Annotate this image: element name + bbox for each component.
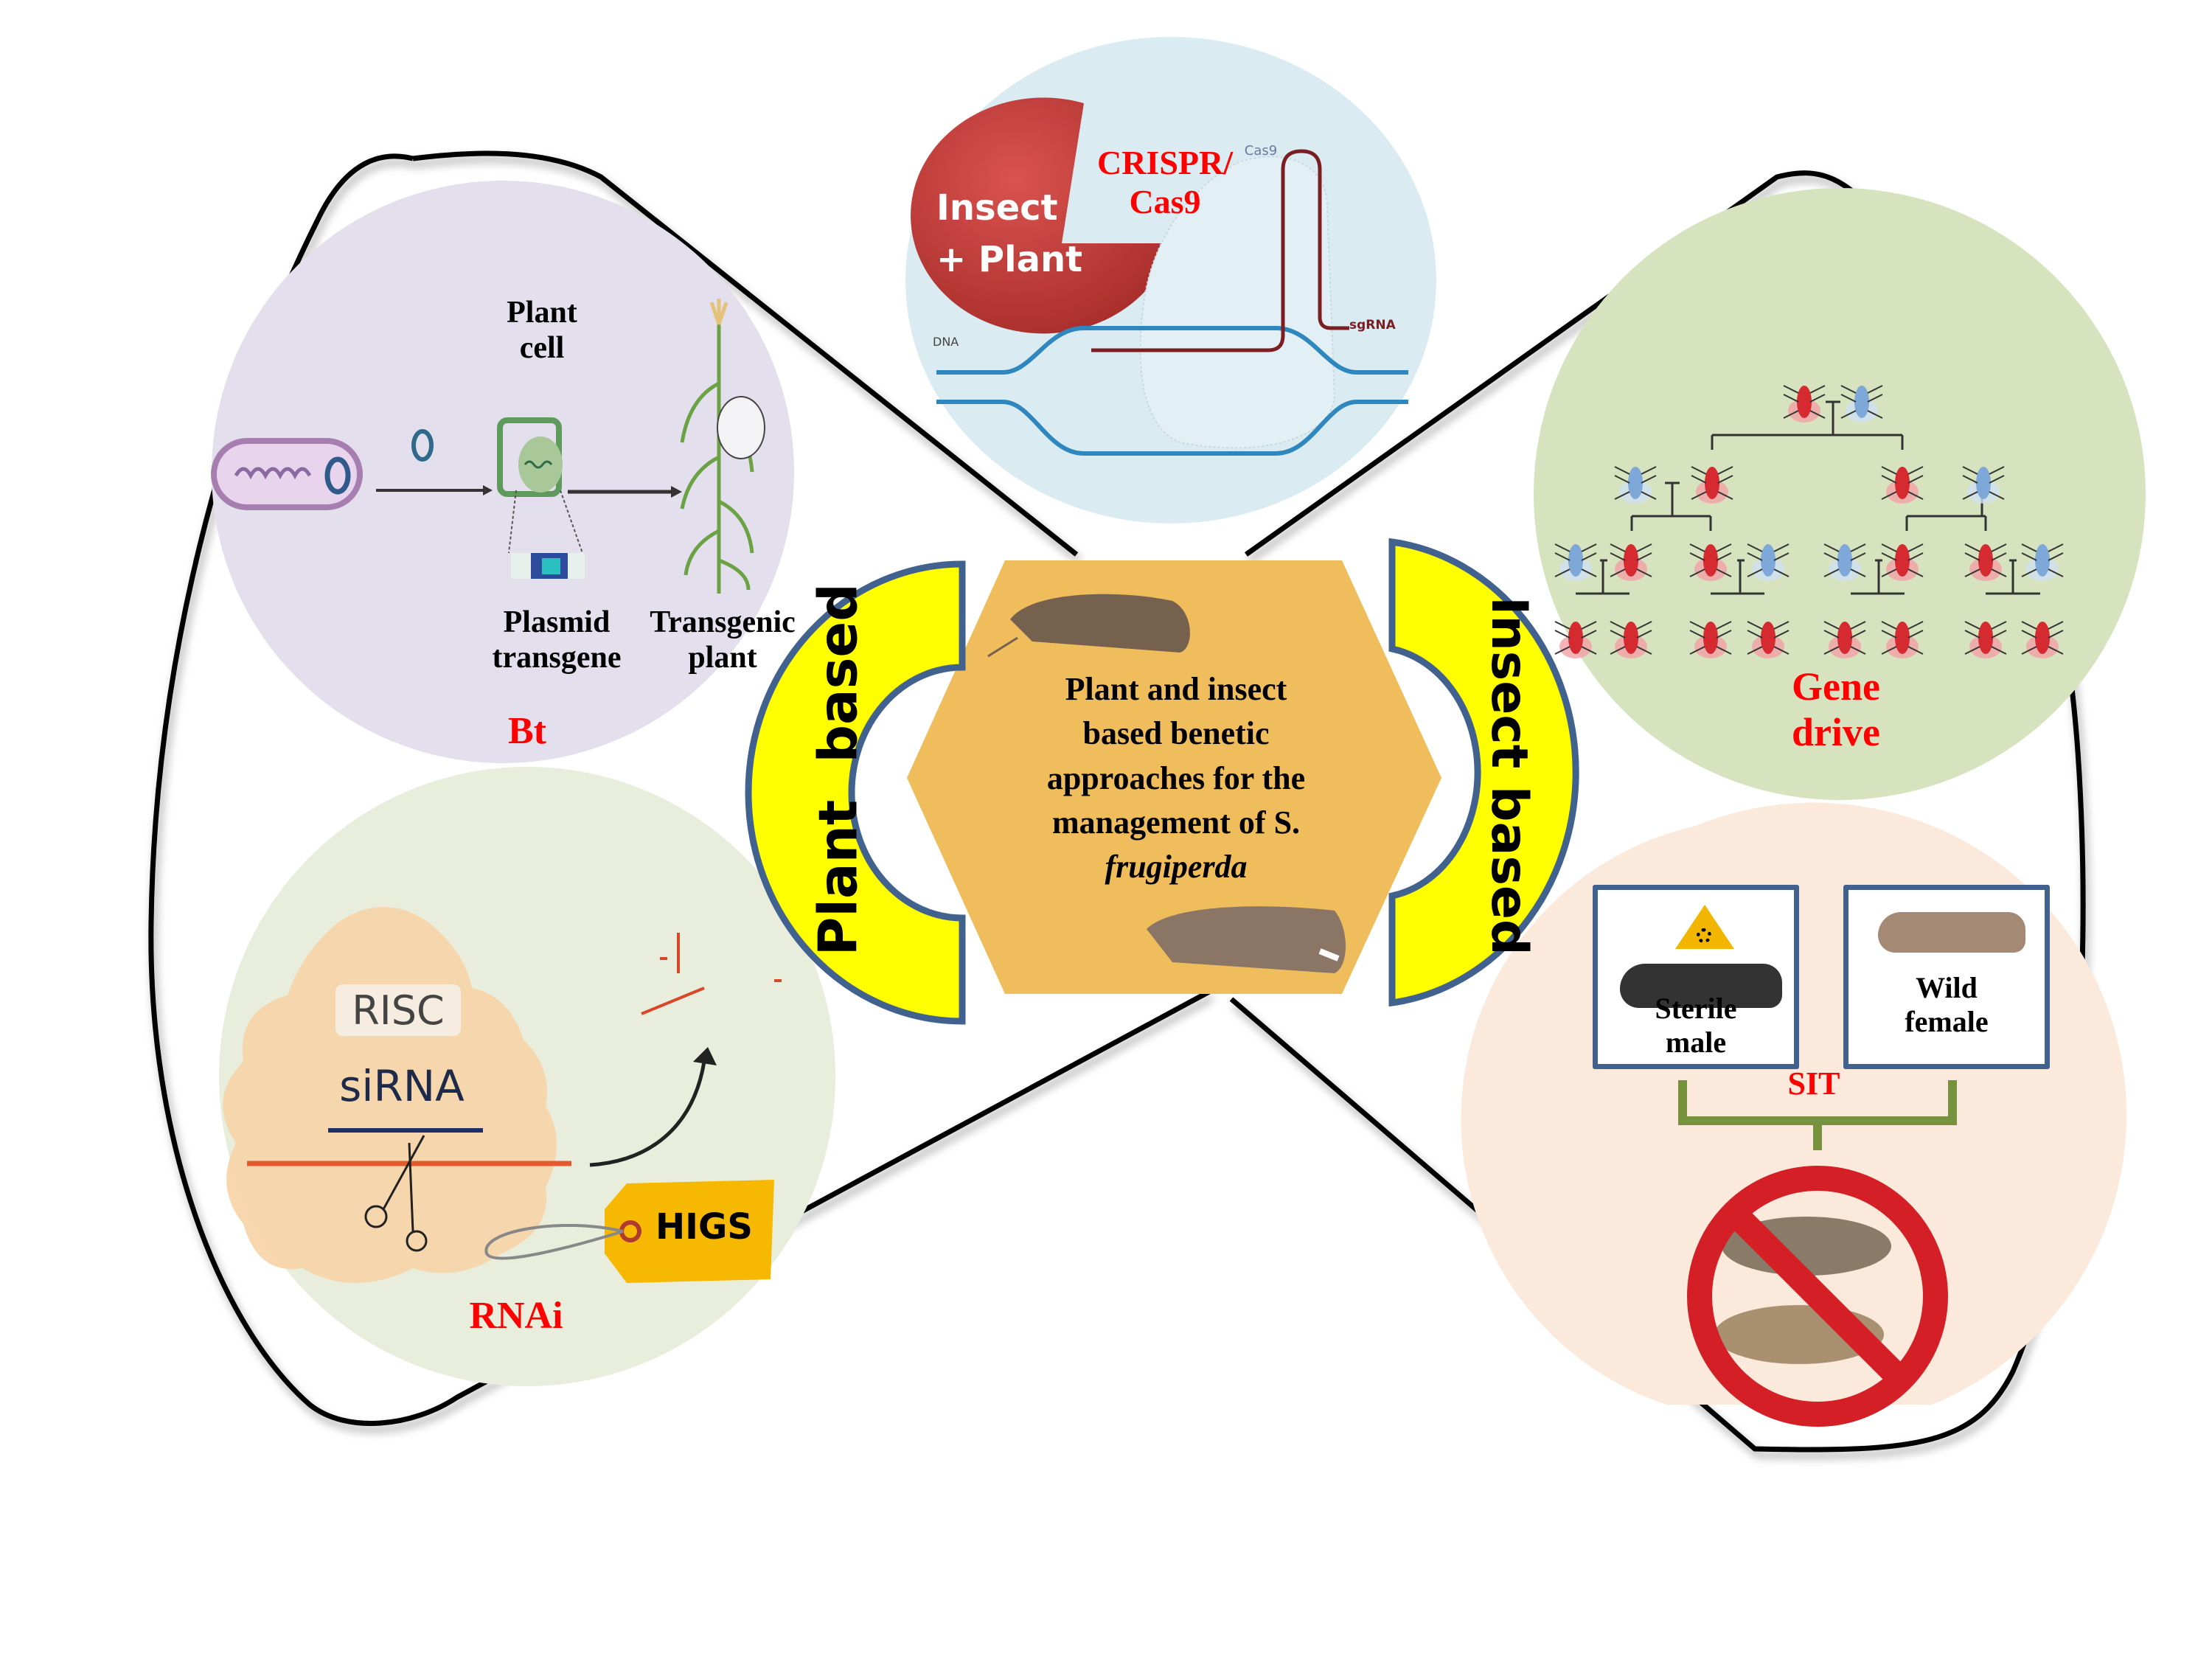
red-fly-icon [1823, 621, 1866, 658]
risc-label-bg [335, 984, 461, 1036]
red-fly-icon [1610, 621, 1652, 658]
center-title-line-4: management of S. [1051, 804, 1301, 841]
blue-fly-icon [1614, 466, 1657, 504]
higs-label: HIGS [655, 1206, 753, 1248]
plant-based-arc [745, 560, 966, 1025]
blue-fly-icon [1554, 543, 1597, 581]
bt-label: Bt [508, 710, 546, 752]
higs-tag-icon [484, 1180, 774, 1283]
dna-strand-icon [936, 326, 1408, 456]
wild-female-box: Wild female [1843, 885, 2050, 1069]
red-fly-icon [1689, 621, 1732, 658]
left-outline [148, 150, 1211, 1426]
transgene-bar-icon [508, 490, 585, 579]
red-fly-icon [1964, 621, 2007, 658]
curved-arrow-icon [589, 1061, 706, 1167]
red-fly-icon [1689, 543, 1732, 581]
radiation-symbol-icon [1697, 928, 1711, 943]
red-fly-icon [1783, 385, 1826, 422]
center-title-line-3: approaches for the [1046, 759, 1306, 796]
transgenic-plant-label: Transgenic plant [650, 605, 796, 675]
red-fly-icon [1610, 543, 1652, 581]
insect-based-label: Insect based [1480, 597, 1539, 956]
sgrna-label: sgRNA [1349, 318, 1396, 333]
blue-fly-icon [2021, 543, 2064, 581]
red-fly-icon [1881, 621, 1924, 658]
center-title-line-1: Plant and insect [1065, 671, 1287, 707]
prohibited-icon [1687, 1166, 1948, 1427]
insect-plant-label: Insect + Plant [936, 187, 1083, 280]
corn-plant-icon [680, 299, 765, 594]
red-fly-icon [1881, 543, 1924, 581]
red-fly-icon [1691, 466, 1733, 504]
red-fly-icon [1964, 543, 2007, 581]
center-title-line-2: based benetic [1082, 715, 1270, 752]
dna-label: DNA [933, 335, 959, 349]
red-fly-icon [1554, 621, 1597, 658]
blue-fly-icon [1840, 385, 1883, 422]
red-fly-icon [2021, 621, 2064, 658]
plant-based-label: Plant based [807, 583, 869, 956]
crispr-cas9-label: CRISPR/ Cas9 [1096, 144, 1234, 220]
sit-bracket-icon [1678, 1080, 1957, 1150]
sterile-male-label: Sterile male [1655, 992, 1737, 1059]
rnai-label: RNAi [469, 1295, 563, 1337]
red-fly-icon [1747, 621, 1790, 658]
scissors-icon [364, 1135, 428, 1252]
sterile-male-box: Sterile male [1593, 885, 1799, 1069]
plant-cell-label: Plant cell [507, 296, 577, 366]
sirna-label: siRNA [339, 1061, 465, 1111]
cas9-outline [1139, 156, 1336, 449]
wild-moth-icon [1878, 912, 2025, 953]
plasmid-transgene-label: Plasmid transgene [492, 605, 622, 675]
sit-label: SIT [1787, 1065, 1840, 1102]
moth-top-icon [987, 594, 1190, 658]
arrow-2-head [671, 486, 682, 498]
crispr-pie-icon [911, 97, 1172, 334]
sterile-moth-icon [1620, 964, 1782, 1008]
blue-fly-icon [1962, 466, 2005, 504]
plasmid-icon [411, 429, 434, 462]
sgrna-strand-icon [1091, 149, 1349, 352]
degraded-rna-icon [641, 933, 782, 1015]
center-title: Plant and insect based benetic approache… [981, 667, 1371, 889]
risc-label: RISC [352, 987, 445, 1034]
gene-drive-label: Gene drive [1792, 664, 1880, 755]
moth-bottom-icon [1147, 906, 1346, 973]
wild-female-label: Wild female [1905, 971, 1989, 1038]
bacterium-icon [211, 438, 363, 510]
fly-population [1554, 385, 2064, 658]
blue-fly-icon [1747, 543, 1790, 581]
blue-fly-icon [1823, 543, 1866, 581]
cas9-small-label: Cas9 [1244, 143, 1278, 159]
risc-complex-icon [223, 907, 557, 1283]
center-hexagon [907, 560, 1441, 994]
insect-based-arc [1388, 538, 1579, 1007]
plant-cell-icon [497, 417, 563, 497]
curved-arrow-head [693, 1047, 717, 1065]
arrow-1-head [483, 485, 493, 495]
center-title-italic: frugiperda [1105, 849, 1248, 886]
red-fly-icon [1881, 466, 1924, 504]
